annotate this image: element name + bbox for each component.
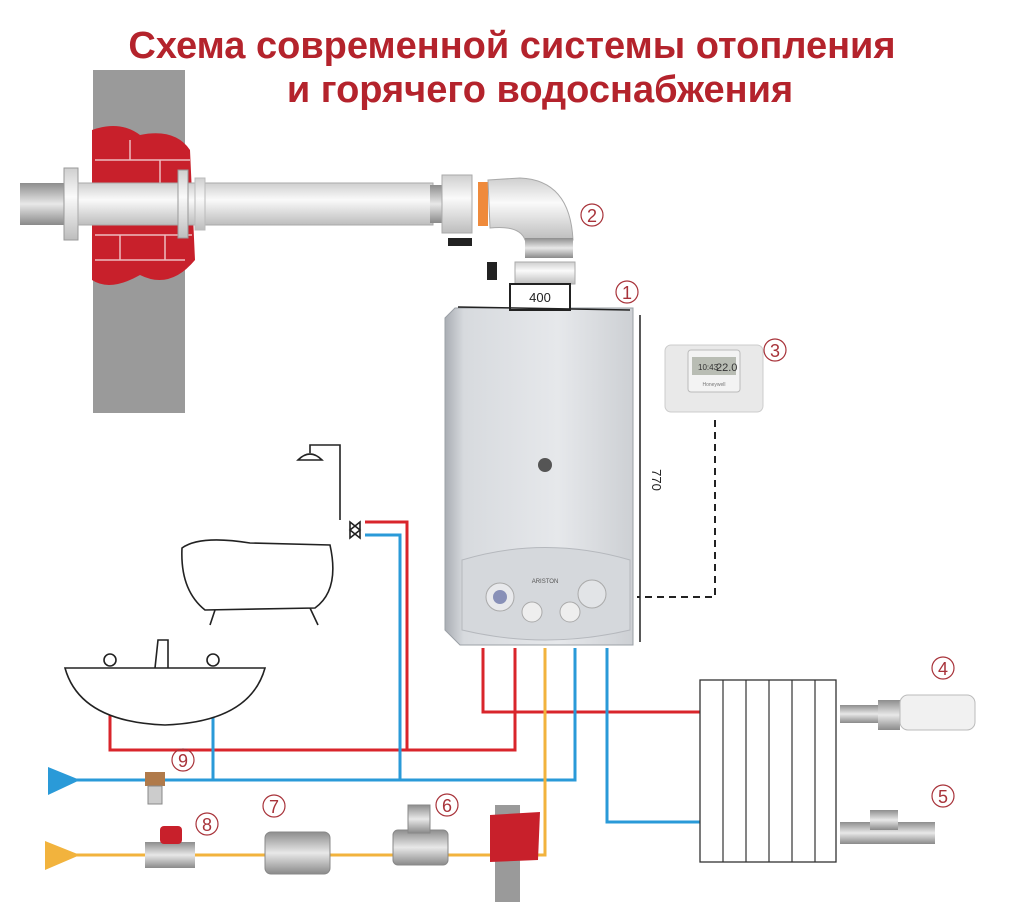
- label-9-circle: [171, 748, 195, 772]
- thermostat-cable: [637, 420, 716, 598]
- height-dimension: 770: [639, 315, 664, 642]
- boiler-brand: ARISTON: [532, 579, 559, 585]
- width-400: 400: [529, 290, 551, 305]
- thermostatic-valve: [840, 694, 976, 731]
- cold-water-pipe-bath: [365, 533, 402, 780]
- gas-filter: [264, 831, 331, 875]
- gas-pressure-regulator: [392, 804, 449, 866]
- thermostat-time: 10:43: [698, 363, 719, 372]
- label-6-circle: [435, 793, 459, 817]
- gas-pipe: [75, 648, 547, 857]
- title-line-2: и горячего водоснабжения: [286, 69, 794, 111]
- label-9: 9: [178, 751, 188, 771]
- label-2: 2: [587, 206, 597, 226]
- label-1-circle: [615, 280, 639, 304]
- hot-water-pipe-bath: [365, 520, 409, 750]
- label-3-circle: [763, 338, 787, 362]
- label-2-circle: [580, 203, 604, 227]
- wall: [92, 70, 195, 413]
- small-wall: [490, 805, 540, 902]
- title-line-1: Схема современной системы отопления: [128, 25, 896, 67]
- radiator: [699, 679, 837, 863]
- heating-supply-pipe: [481, 648, 702, 714]
- width-dimension: 400: [457, 283, 631, 311]
- thermostat-temp: 22.0: [716, 362, 737, 374]
- label-1: 1: [622, 283, 632, 303]
- height-770: 770: [649, 469, 664, 491]
- label-8-circle: [195, 812, 219, 836]
- label-3: 3: [770, 341, 780, 361]
- label-5-circle: [931, 784, 955, 808]
- return-valve: [840, 810, 935, 844]
- water-filter: [145, 772, 165, 805]
- thermostat-brand: Honeywell: [702, 382, 725, 388]
- heating-return-pipe: [605, 648, 702, 824]
- label-7-circle: [262, 794, 286, 818]
- cold-water-main: [75, 648, 577, 782]
- gas-boiler: ARISTON: [444, 307, 634, 646]
- room-thermostat: 10:43 22.0 Honeywell: [664, 344, 764, 413]
- label-4: 4: [938, 659, 948, 679]
- washbasin: [63, 639, 267, 726]
- coaxial-flue-pipe: [20, 167, 576, 285]
- bathtub-with-shower: [181, 444, 362, 626]
- label-7: 7: [269, 797, 279, 817]
- label-5: 5: [938, 787, 948, 807]
- label-6: 6: [442, 796, 452, 816]
- label-4-circle: [931, 656, 955, 680]
- label-8: 8: [202, 815, 212, 835]
- gas-inlet-arrow: [45, 841, 80, 870]
- gas-solenoid-valve: [145, 826, 195, 868]
- cold-water-inlet-arrow: [48, 767, 80, 795]
